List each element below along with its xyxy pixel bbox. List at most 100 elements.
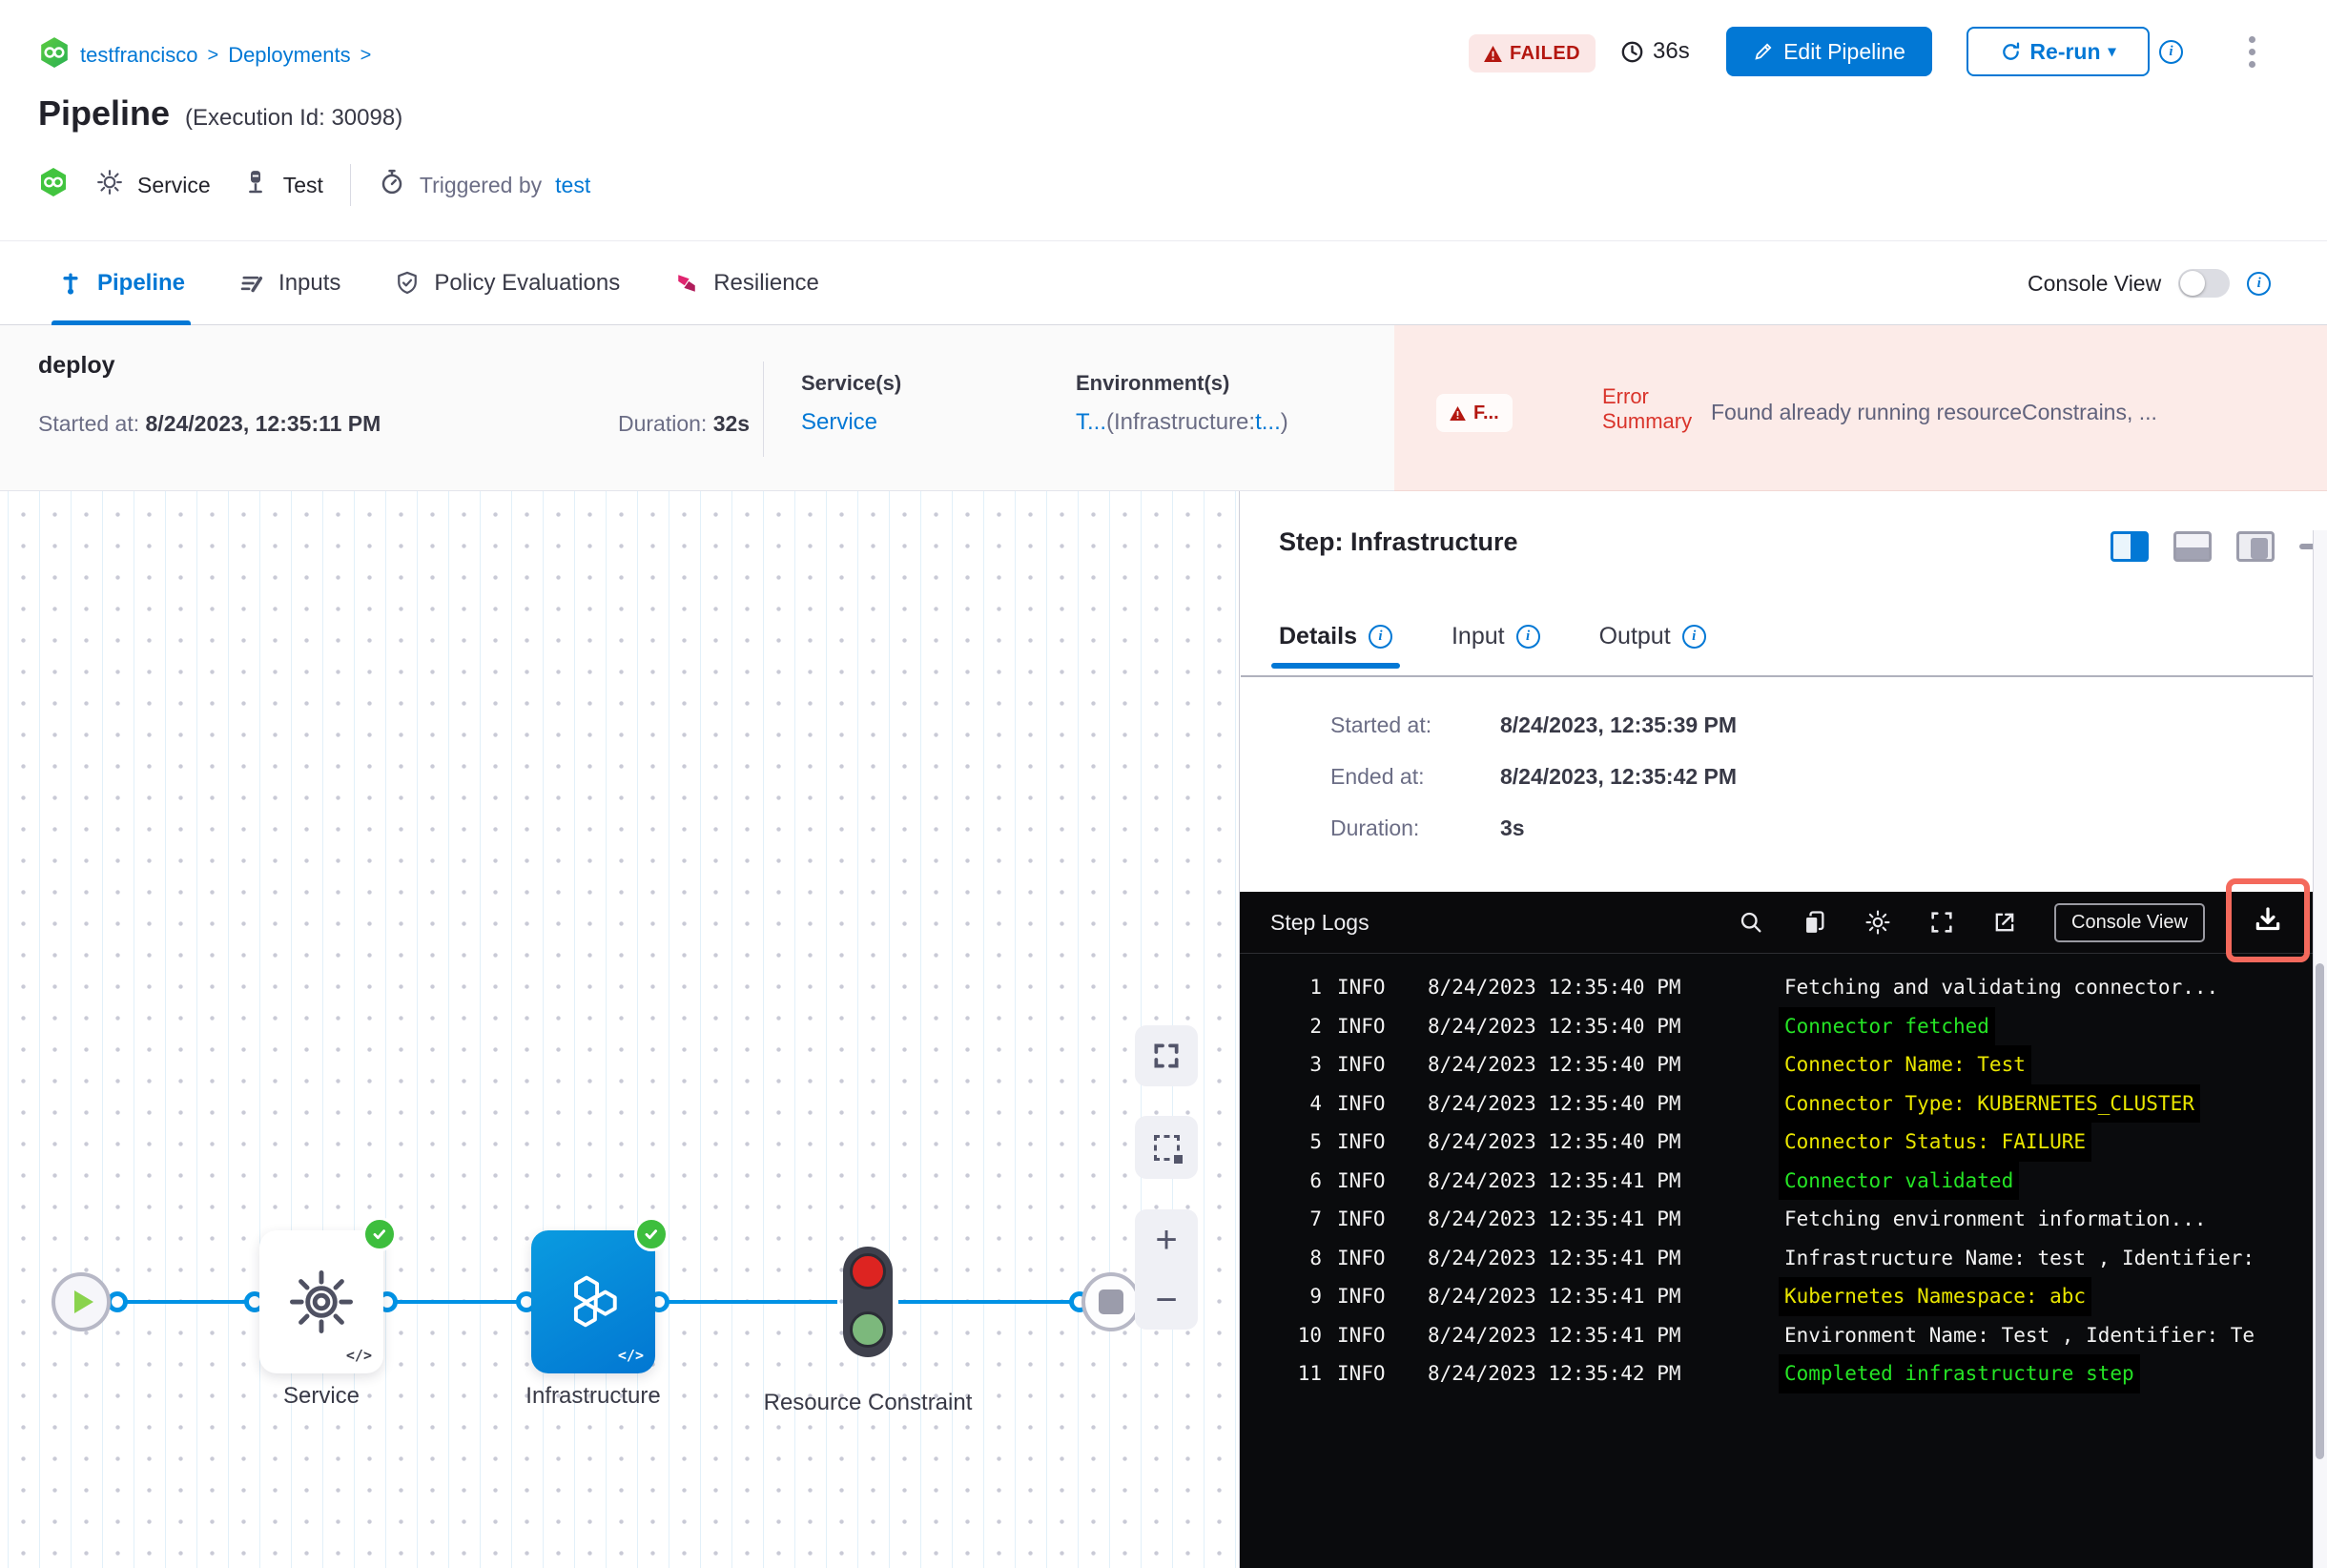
open-in-new-icon[interactable] xyxy=(1991,909,2018,936)
triggered-by-user[interactable]: test xyxy=(555,172,591,197)
edge xyxy=(898,1300,1076,1304)
code-template-icon: </> xyxy=(617,1347,644,1364)
rerun-button[interactable]: Re-run ▾ xyxy=(1967,27,2150,76)
node-label-resource-constraint: Resource Constraint xyxy=(763,1390,973,1415)
edge xyxy=(394,1300,524,1304)
environment-link[interactable]: T... xyxy=(1076,409,1107,435)
node-label-service: Service xyxy=(282,1383,360,1409)
console-view-label: Console View xyxy=(2028,270,2162,296)
scrollbar-thumb[interactable] xyxy=(2316,963,2324,1459)
console-view-info-icon[interactable] xyxy=(2247,271,2272,296)
tab-bar: Pipeline Inputs Policy Evaluations Resil… xyxy=(0,240,2327,325)
services-header: Service(s) xyxy=(801,371,902,395)
play-icon xyxy=(74,1290,93,1313)
tab-details[interactable]: Details xyxy=(1271,604,1400,669)
step-panel-title: Step: Infrastructure xyxy=(1279,527,1518,556)
tab-pipeline[interactable]: Pipeline xyxy=(51,241,192,325)
service-link[interactable]: Service xyxy=(801,409,878,435)
node-resource-constraint[interactable] xyxy=(843,1247,893,1357)
zoom-in-button[interactable]: + xyxy=(1155,1218,1178,1261)
layout-right-icon[interactable] xyxy=(2111,531,2149,562)
pipeline-icon xyxy=(63,273,78,295)
success-check-icon xyxy=(634,1217,669,1251)
service-name[interactable]: Service xyxy=(137,172,211,197)
inputs-icon xyxy=(240,276,263,293)
environment-value: T...(Infrastructure:t...) xyxy=(1076,409,1288,435)
copy-icon[interactable] xyxy=(1801,909,1827,936)
fit-to-screen-button[interactable] xyxy=(1135,1025,1198,1086)
breadcrumb-deployments[interactable]: Deployments xyxy=(228,43,351,67)
elapsed-value: 36s xyxy=(1653,38,1690,64)
node-infrastructure[interactable]: </> xyxy=(531,1217,669,1373)
layout-bottom-icon[interactable] xyxy=(2173,531,2212,562)
tab-resilience[interactable]: Resilience xyxy=(673,241,819,325)
warning-icon xyxy=(1484,45,1502,62)
service-gear-icon xyxy=(95,168,124,202)
node-service[interactable]: </> xyxy=(259,1217,397,1373)
search-icon[interactable] xyxy=(1738,909,1764,936)
tab-output[interactable]: Output xyxy=(1599,604,1706,669)
hexagons-icon xyxy=(573,1275,617,1328)
step-logs-panel: Step Logs Console View xyxy=(1240,878,2327,1568)
output-info-icon[interactable] xyxy=(1681,624,1706,649)
end-node xyxy=(1081,1272,1141,1331)
red-light xyxy=(850,1253,886,1289)
tab-input[interactable]: Input xyxy=(1452,604,1540,669)
zoom-out-button[interactable]: − xyxy=(1155,1278,1178,1321)
step-logs-title: Step Logs xyxy=(1270,909,1369,935)
console-view-button[interactable]: Console View xyxy=(2054,902,2205,942)
page-title: Pipeline xyxy=(38,93,171,133)
shield-check-icon xyxy=(398,271,418,295)
marquee-icon xyxy=(1153,1134,1183,1164)
stage-duration: Duration: 32s xyxy=(618,411,751,436)
fit-screen-icon xyxy=(1154,1043,1179,1068)
step-details: Started at:8/24/2023, 12:35:39 PM Ended … xyxy=(1330,712,1738,840)
tab-inputs[interactable]: Inputs xyxy=(238,241,340,325)
meta-row: Service Test Triggered by test xyxy=(38,164,590,206)
cd-module-icon xyxy=(38,36,71,74)
rerun-info-icon[interactable] xyxy=(2159,40,2183,64)
more-options-menu[interactable] xyxy=(2243,31,2261,73)
breadcrumb-project[interactable]: testfrancisco xyxy=(80,43,198,67)
error-summary-message: Found already running resourceConstrains… xyxy=(1711,400,2157,424)
cd-module-icon xyxy=(38,167,69,203)
input-info-icon[interactable] xyxy=(1515,624,1540,649)
caret-down-icon: ▾ xyxy=(2108,44,2116,60)
marquee-select-button[interactable] xyxy=(1135,1116,1198,1179)
resilience-icon xyxy=(678,275,695,292)
details-info-icon[interactable] xyxy=(1368,624,1392,649)
edge xyxy=(666,1300,837,1304)
status-label: FAILED xyxy=(1510,42,1581,64)
status-badge: FAILED xyxy=(1469,34,1596,72)
infrastructure-link[interactable]: t... xyxy=(1255,409,1281,435)
triggered-by-label: Triggered by xyxy=(419,172,543,197)
console-view-toggle[interactable] xyxy=(2178,269,2231,298)
layout-float-icon[interactable] xyxy=(2236,531,2275,562)
step-detail-tabs: Details Input Output xyxy=(1271,604,1706,669)
breadcrumb: testfrancisco > Deployments > xyxy=(38,36,371,74)
start-node xyxy=(51,1272,111,1331)
settings-gear-icon[interactable] xyxy=(1864,908,1892,937)
download-icon[interactable] xyxy=(2252,904,2284,937)
edit-pipeline-button[interactable]: Edit Pipeline xyxy=(1726,27,1932,76)
code-template-icon: </> xyxy=(345,1347,372,1364)
elapsed-time: 36s xyxy=(1619,38,1690,65)
stage-name[interactable]: deploy xyxy=(38,352,115,379)
pipeline-graph-canvas[interactable]: </> Service </> Infrastructure Resource … xyxy=(0,491,1240,1568)
zoom-controls: + − xyxy=(1135,1209,1198,1330)
clock-icon xyxy=(1621,41,1643,62)
fullscreen-icon[interactable] xyxy=(1928,909,1955,936)
stopwatch-icon xyxy=(378,168,406,202)
tab-policy-evaluations[interactable]: Policy Evaluations xyxy=(394,241,620,325)
environment-name[interactable]: Test xyxy=(282,172,323,197)
step-logs-header: Step Logs Console View xyxy=(1240,878,2327,962)
